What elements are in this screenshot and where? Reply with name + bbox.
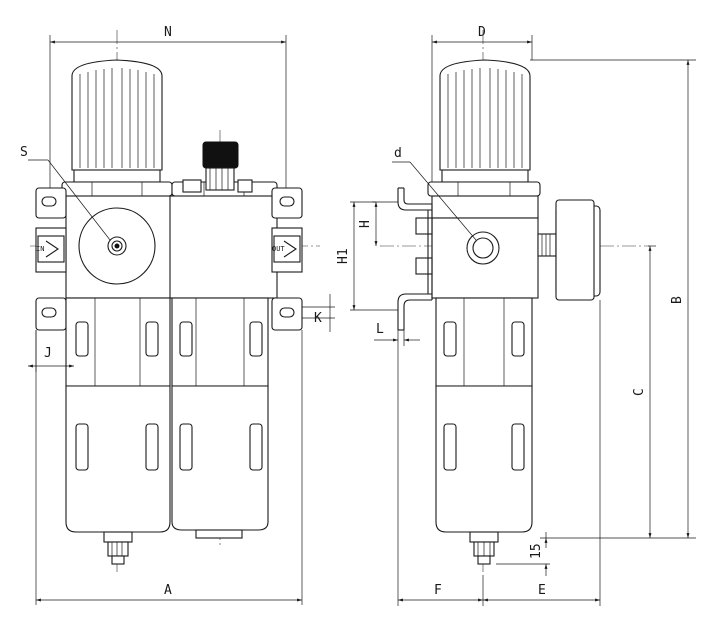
front-view: IN OUT (20, 25, 335, 605)
dimension-a: A (35, 330, 303, 605)
dimension-15: 15 (496, 532, 550, 576)
dim-label-b: B (670, 296, 685, 304)
dimension-c: C (632, 245, 656, 538)
dim-label-j: J (44, 346, 52, 361)
dim-label-d-small: d (394, 146, 402, 161)
filter-bowl (65, 297, 171, 565)
dimension-h1: H1 (336, 201, 398, 311)
dimension-d: D (431, 25, 533, 182)
side-gauge (537, 199, 601, 301)
out-port-label: OUT (272, 245, 285, 253)
regulator-knob (71, 59, 163, 183)
dim-label-15: 15 (529, 543, 544, 559)
dim-label-h1: H1 (336, 248, 351, 264)
dim-label-h: H (358, 220, 373, 228)
dimension-n: N (49, 25, 287, 188)
dimension-l: L (374, 322, 420, 346)
dim-label-a: A (164, 583, 172, 598)
dim-label-s: S (20, 145, 28, 160)
dim-label-n: N (164, 25, 172, 40)
gauge (182, 141, 253, 193)
dim-label-c: C (632, 388, 647, 396)
dim-label-l: L (376, 322, 384, 337)
dimension-b: B (530, 59, 696, 539)
front-body (65, 195, 278, 299)
dimension-k: K (302, 294, 335, 332)
side-body (415, 195, 539, 299)
dimension-d-small: d (392, 146, 477, 241)
dim-label-e: E (538, 583, 546, 598)
side-knob (427, 59, 541, 197)
side-view: d D H H1 L (336, 25, 696, 606)
left-bracket: IN (35, 187, 67, 331)
right-bracket: OUT (271, 187, 303, 331)
mounting-bracket (397, 187, 433, 331)
lubricator-bowl (171, 297, 269, 539)
dimension-f-e: F E (397, 300, 601, 606)
dimension-h: H (358, 201, 398, 246)
dim-label-k: K (314, 311, 322, 326)
dimension-s: S (20, 145, 111, 241)
in-port-label: IN (36, 245, 44, 253)
side-bowl (435, 297, 533, 565)
dim-label-f: F (434, 583, 442, 598)
dim-label-d: D (478, 25, 486, 40)
